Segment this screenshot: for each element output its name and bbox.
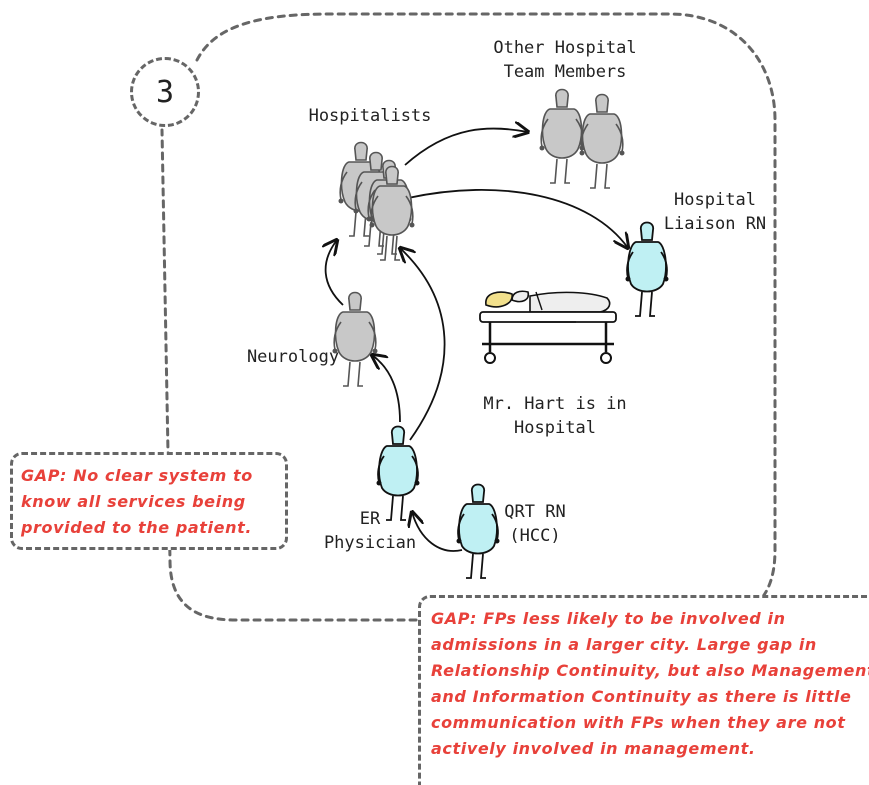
team-member-figure [538, 88, 586, 184]
label-line: Hospital [674, 190, 756, 210]
arrow-hospitalists-to-liaison [407, 189, 628, 248]
label-hospital-liaison: Hospital Liaison RN [660, 188, 770, 236]
arrow-er-to-hospitalists [400, 248, 446, 441]
neurology-figure [331, 291, 379, 387]
gap-note-services: GAP: No clear system to know all service… [10, 452, 288, 550]
step-number-badge: 3 [130, 57, 200, 127]
gap-text-line: admissions in a larger city. Large gap i… [431, 635, 817, 654]
label-line: ER [359, 509, 381, 529]
gap-text-line: provided to the patient. [21, 518, 253, 537]
gap-text-line: actively involved in management. [431, 739, 756, 758]
step-number: 3 [155, 74, 175, 110]
er-physician-figure [375, 425, 421, 521]
step-boundary [160, 12, 777, 622]
gap-text-line: and Information Continuity as there is l… [431, 687, 852, 706]
label-line: Other Hospital [493, 38, 637, 58]
label-other-hospital-team: Other Hospital Team Members [480, 36, 650, 84]
label-line: (HCC) [509, 526, 561, 546]
arrow-neurology-to-hospitalists [326, 240, 344, 306]
arrow-hospitalists-to-team [404, 128, 528, 166]
label-line: Hospital [514, 418, 596, 438]
label-line: Mr. Hart is in [483, 394, 627, 414]
gap-text-line: GAP: FPs less likely to be involved in [431, 609, 786, 628]
label-line: Team Members [503, 62, 627, 82]
label-neurology: Neurology [246, 347, 340, 367]
label-line: Liaison RN [663, 214, 767, 234]
team-member-figure [578, 93, 626, 189]
arrow-er-to-neurology [372, 355, 401, 423]
gap-text-line: Relationship Continuity, but also Manage… [431, 661, 869, 680]
label-er-physician: ER Physician [320, 507, 420, 555]
hospital-bed-icon [479, 290, 617, 364]
label-hospitalists: Hospitalists [308, 106, 432, 126]
gap-note-fps: GAP: FPs less likely to be involved in a… [418, 595, 869, 785]
liaison-rn-figure [624, 221, 670, 317]
label-line: Physician [323, 533, 417, 553]
gap-text-line: communication with FPs when they are not [431, 713, 846, 732]
label-patient-status: Mr. Hart is in Hospital [470, 392, 640, 440]
label-line: QRT RN [504, 502, 566, 522]
label-qrt-rn: QRT RN (HCC) [495, 500, 575, 548]
qrt-rn-figure [455, 483, 501, 579]
gap-text-line: GAP: No clear system to [21, 466, 253, 485]
gap-text-line: know all services being [21, 492, 246, 511]
arrow-qrt-to-er [412, 512, 463, 552]
